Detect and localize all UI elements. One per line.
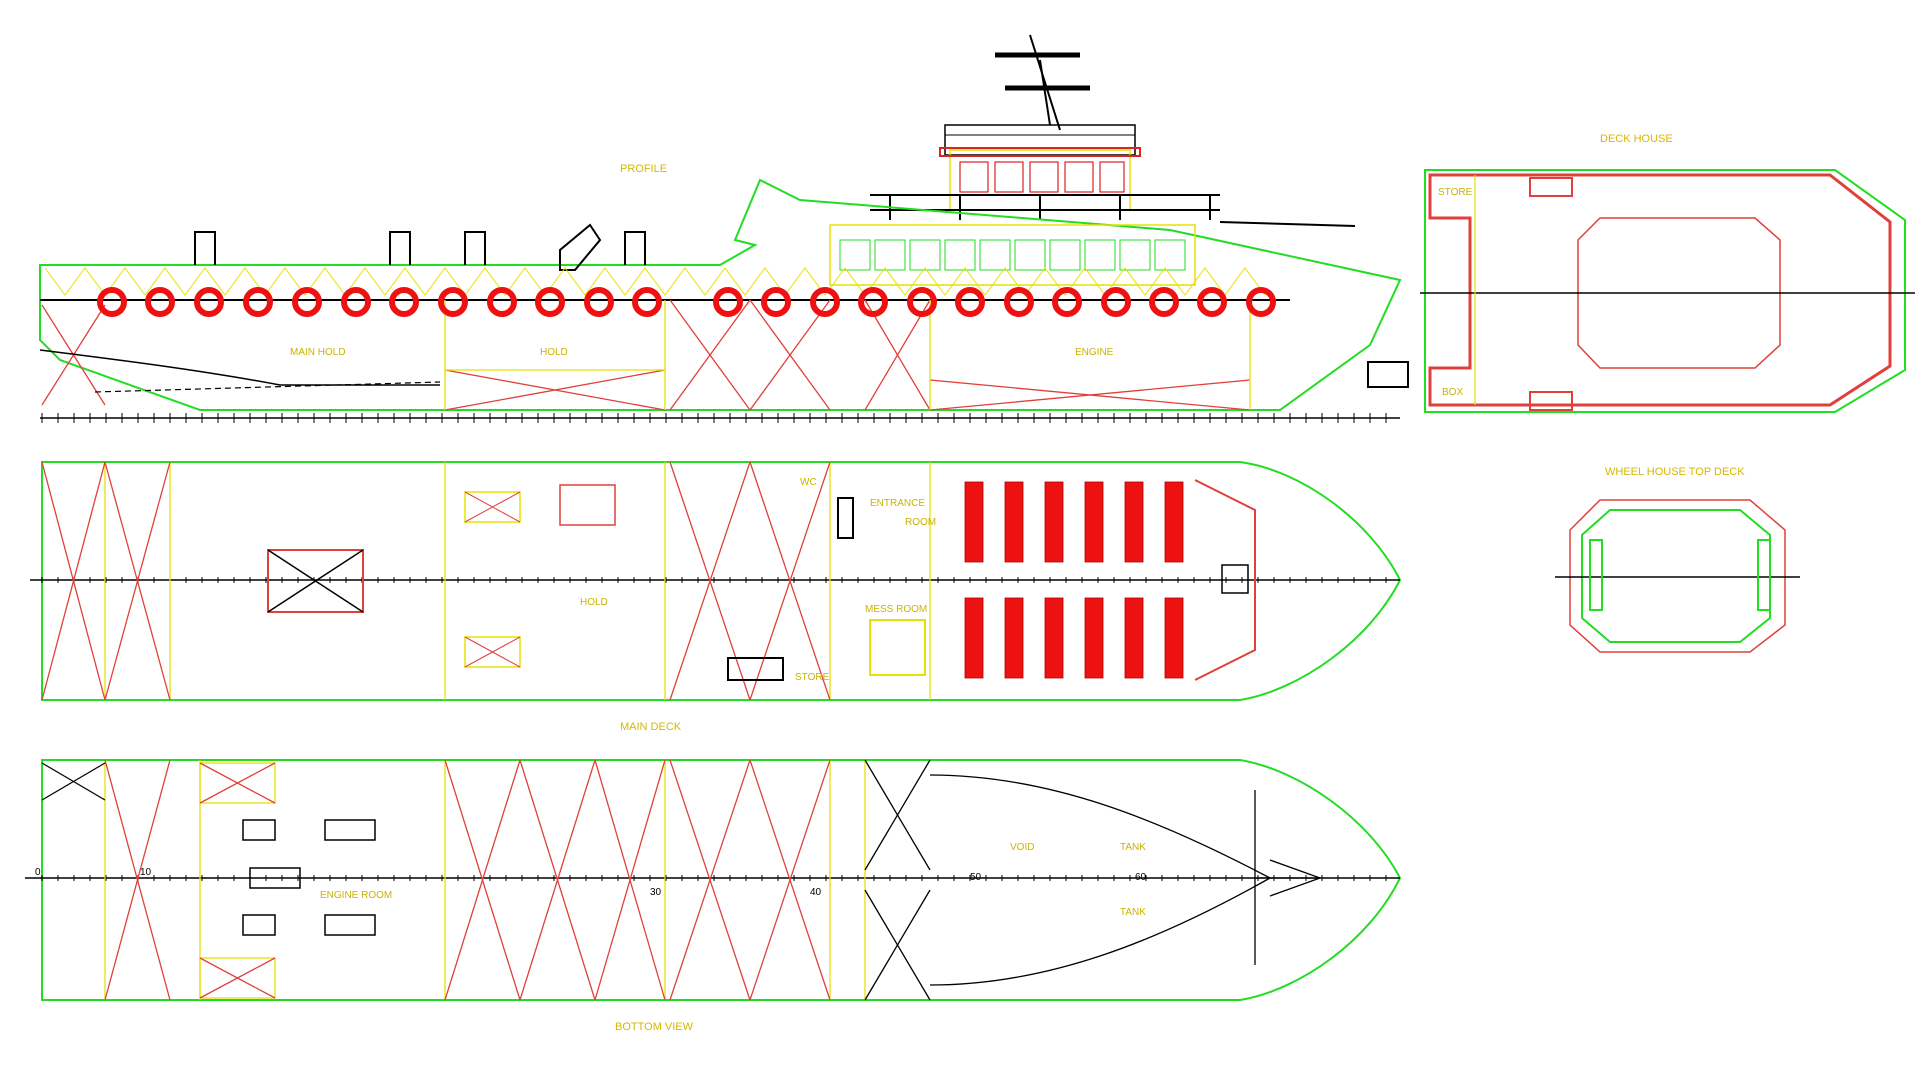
superstructure (829, 224, 1196, 286)
radar-mast (995, 34, 1090, 131)
frame-no-30: 30 (650, 887, 662, 898)
bottom-frame-ticks (41, 875, 1387, 881)
frame-no-50: 50 (970, 872, 982, 883)
profile-label-main-hold: MAIN HOLD (290, 347, 346, 358)
deck-house-title: DECK HOUSE (1600, 133, 1673, 145)
profile-label-engine: ENGINE (1075, 347, 1114, 358)
frame-no-10: 10 (140, 867, 152, 878)
deck-label-store: STORE (795, 672, 830, 683)
passenger-seating (964, 481, 1184, 679)
bottom-label-tank-lower: TANK (1120, 907, 1146, 918)
upper-railing (870, 194, 1356, 227)
frame-no-0: 0 (35, 867, 41, 878)
frame-no-60: 60 (1135, 872, 1147, 883)
profile-title: PROFILE (620, 163, 667, 175)
bottom-view: 0 10 30 40 50 60 ENGINE ROOM VOID TANK T… (25, 759, 1402, 1033)
profile-hull-outline (39, 178, 1402, 411)
profile-frame-ticks (41, 413, 1387, 423)
main-deck-plan: HOLD WC MESS ROOM ENTRANCE ROOM STORE MA… (30, 461, 1402, 733)
deck-vents (194, 231, 646, 265)
deck-label-mess-room: MESS ROOM (865, 604, 927, 615)
deck-label-entrance: ENTRANCE (870, 498, 925, 509)
profile-label-hold: HOLD (540, 347, 568, 358)
wheel-house-top-deck: WHEEL HOUSE TOP DECK (1555, 466, 1800, 653)
bottom-label-void: VOID (1010, 842, 1034, 853)
bottom-outline (41, 759, 1402, 1001)
main-deck-title: MAIN DECK (620, 721, 682, 733)
bottom-view-title: BOTTOM VIEW (615, 1021, 694, 1033)
deck-house-label-store: STORE (1438, 187, 1473, 198)
deck-label-wc: WC (800, 477, 817, 488)
bottom-label-tank-upper: TANK (1120, 842, 1146, 853)
lifebuoys (97, 287, 1276, 317)
bottom-label-engine-room: ENGINE ROOM (320, 890, 392, 901)
frame-no-40: 40 (810, 887, 822, 898)
deck-label-hold: HOLD (580, 597, 608, 608)
wheel-house-top-title: WHEEL HOUSE TOP DECK (1605, 466, 1745, 478)
deck-house-label-box: BOX (1442, 387, 1463, 398)
main-deck-outline (41, 461, 1402, 701)
bow-stair (1367, 361, 1409, 388)
deck-house-plan: DECK HOUSE STORE BOX (1420, 133, 1915, 413)
main-engines (242, 819, 376, 936)
hatch-covers (267, 484, 616, 668)
profile-view: PROFILE MAIN HOLD HOLD ENGINE (39, 34, 1409, 423)
deck-crane (559, 223, 602, 271)
profile-bracing (41, 299, 1251, 411)
wheelhouse (939, 124, 1141, 211)
deck-label-room: ROOM (905, 517, 936, 528)
